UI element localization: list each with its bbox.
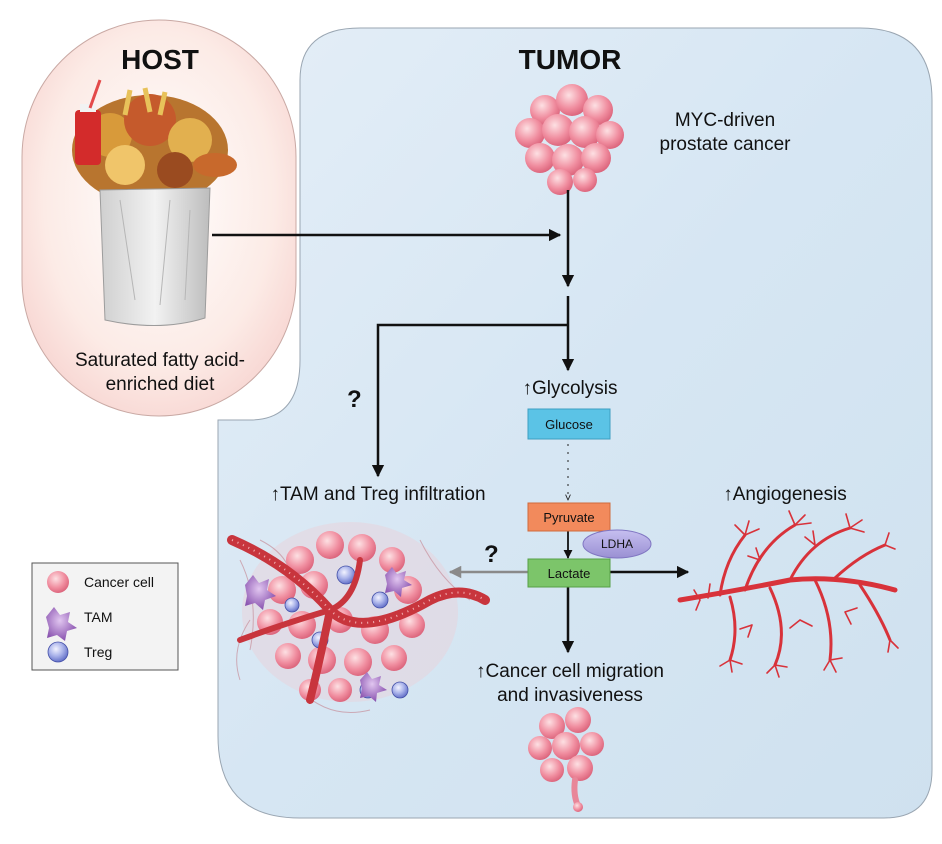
question-mark-infiltration: ? — [347, 386, 362, 413]
arrow-to-infiltration — [371, 323, 568, 478]
host-title: HOST — [121, 44, 199, 75]
cancer-type-line1: MYC-driven — [674, 110, 776, 131]
junk-food-icon — [72, 79, 237, 205]
angiogenesis-text: Angiogenesis — [732, 484, 847, 505]
tumor-cluster-icon — [515, 84, 624, 195]
question-mark-lactate: ? — [484, 541, 499, 568]
migration-label-line2: and invasiveness — [497, 685, 643, 706]
legend-label-cancer-cell: Cancer cell — [84, 574, 155, 590]
tam-icon — [46, 607, 77, 641]
pyruvate-box — [527, 502, 611, 532]
ldha-oval — [582, 529, 652, 559]
lactate-label: Lactate — [547, 565, 591, 581]
up-arrow-angiogenesis: ↑ — [723, 484, 733, 505]
up-arrow-glycolysis: ↑ — [522, 378, 532, 399]
treg-icon — [47, 641, 69, 663]
pyruvate-label: Pyruvate — [543, 509, 595, 525]
glucose-box — [527, 408, 611, 440]
diet-label-line2: enriched diet — [105, 374, 215, 395]
migration-label-line1: ↑Cancer cell migration — [440, 661, 700, 683]
glycolysis-label: ↑Glycolysis — [490, 378, 650, 400]
glucose-label: Glucose — [545, 416, 593, 432]
tumor-title: TUMOR — [518, 44, 622, 75]
migration-text-line1: Cancer cell migration — [485, 661, 664, 682]
infiltration-text: TAM and Treg infiltration — [279, 484, 486, 505]
glycolysis-text: Glycolysis — [531, 378, 618, 399]
up-arrow-infiltration: ↑ — [270, 484, 280, 505]
cancer-cell-icon — [47, 571, 69, 593]
lactate-box — [527, 558, 611, 588]
up-arrow-migration: ↑ — [476, 661, 486, 682]
legend-label-tam: TAM — [84, 609, 113, 625]
ldha-label: LDHA — [600, 537, 633, 551]
angiogenesis-label: ↑Angiogenesis — [690, 484, 880, 506]
diet-label-line1: Saturated fatty acid- — [74, 350, 246, 371]
legend-label-treg: Treg — [84, 644, 113, 660]
infiltration-label: ↑TAM and Treg infiltration — [228, 484, 528, 506]
angiogenesis-vessels-icon — [677, 510, 899, 678]
migrating-cluster-icon — [528, 707, 604, 812]
cancer-type-line2: prostate cancer — [659, 134, 791, 155]
infiltrated-tissue-icon — [227, 522, 490, 713]
paper-bag-icon — [99, 187, 211, 327]
